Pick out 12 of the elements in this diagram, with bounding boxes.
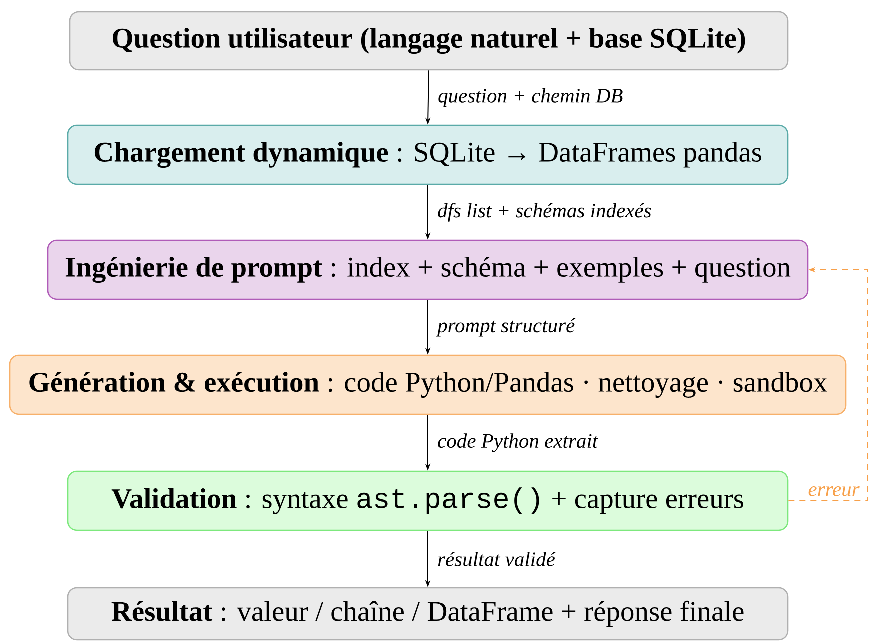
- process-box: Validation : syntaxe ast.parse() + capture erreurs: [67, 470, 789, 532]
- edge-label: résultat validé: [438, 552, 556, 566]
- edge-label: dfs list + schémas indexés: [438, 203, 652, 222]
- edge-label: question + chemin DB: [438, 88, 623, 108]
- edge-label: prompt structuré: [436, 318, 576, 337]
- process-box: Résultat : valeur / chaîne / DataFrame + réponse finale: [67, 587, 789, 641]
- process-box: Chargement dynamique : SQLite → DataFrames pandas: [67, 124, 789, 186]
- process-box: Ingénierie de prompt : index + schéma + exemples + question: [47, 240, 809, 300]
- process-box: Génération & exécution : code Python/Pandas · nettoyage · sandbox: [9, 354, 847, 416]
- process-box: Question utilisateur (langage naturel + base SQLite): [69, 11, 789, 71]
- edge-label: erreur: [808, 486, 860, 496]
- edge-label: code Python extrait: [438, 434, 598, 452]
